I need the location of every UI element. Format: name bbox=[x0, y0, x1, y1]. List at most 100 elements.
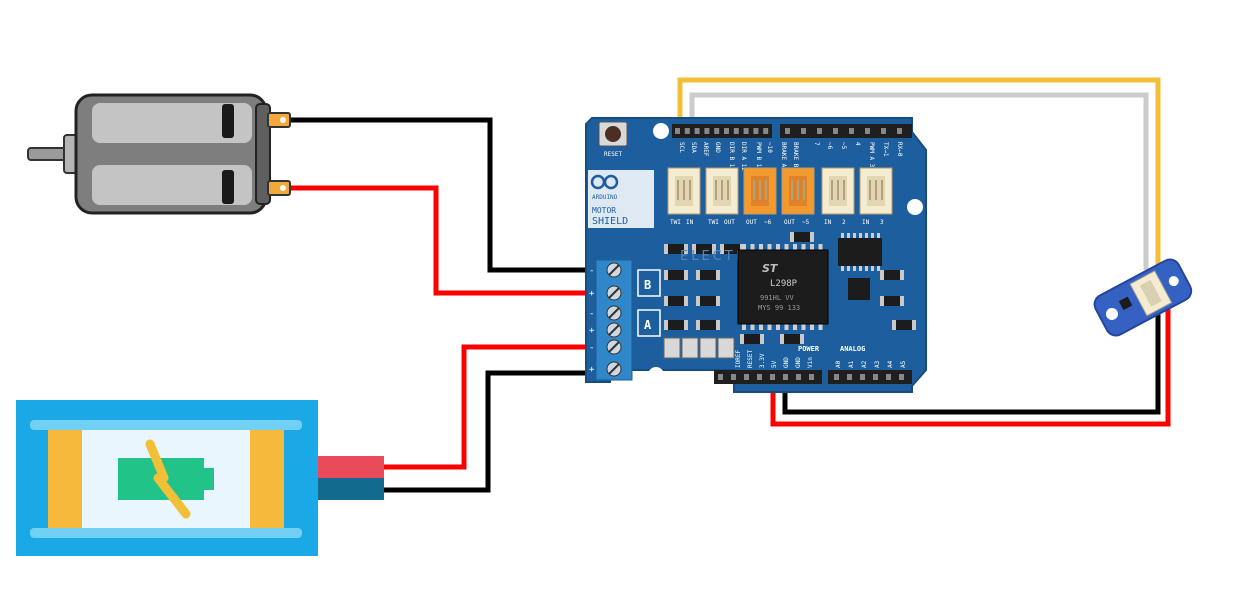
logic-ic bbox=[838, 238, 882, 266]
terminal-polarity-label: - bbox=[589, 266, 594, 276]
st-logo-icon: ST bbox=[762, 262, 779, 275]
header-pin[interactable] bbox=[743, 128, 749, 134]
connector-pin bbox=[837, 180, 839, 200]
analog-pin-label: A0 bbox=[835, 360, 842, 368]
ic-pin bbox=[865, 233, 868, 239]
ic-pin bbox=[871, 265, 874, 271]
connector-pin bbox=[881, 180, 883, 200]
ic-pin bbox=[847, 265, 850, 271]
chip-pin bbox=[784, 322, 789, 330]
connector-pin bbox=[843, 180, 845, 200]
analog-pin-label: A2 bbox=[861, 360, 868, 368]
smd-pad bbox=[696, 296, 700, 306]
header-pin[interactable] bbox=[724, 128, 729, 134]
header-pin[interactable] bbox=[763, 128, 769, 134]
header-pin[interactable] bbox=[897, 128, 902, 134]
power-pin-label: 5V bbox=[771, 360, 778, 368]
terminal-label-a: A bbox=[644, 318, 652, 332]
header-pin[interactable] bbox=[714, 128, 720, 134]
motor-body-highlight bbox=[92, 103, 252, 143]
header-pin[interactable] bbox=[809, 374, 814, 380]
chip-pin bbox=[759, 244, 763, 252]
three-pin-connector[interactable] bbox=[667, 167, 701, 215]
header-pin[interactable] bbox=[694, 128, 700, 134]
header-pin[interactable] bbox=[847, 374, 852, 380]
sensor-connector-slot bbox=[1139, 279, 1162, 307]
header-pin[interactable] bbox=[899, 374, 904, 380]
motor-terminal-bottom-hole bbox=[280, 185, 286, 191]
header-pin[interactable] bbox=[731, 374, 736, 380]
header-pin[interactable] bbox=[753, 128, 759, 134]
analog-pin-label: A1 bbox=[848, 360, 855, 368]
chip-pin bbox=[742, 322, 746, 330]
connector-pin bbox=[797, 180, 799, 200]
header-pin[interactable] bbox=[744, 374, 749, 380]
sensor-chip bbox=[1118, 296, 1133, 311]
ic-pin bbox=[841, 233, 844, 239]
header-pin[interactable] bbox=[770, 374, 775, 380]
header-pin[interactable] bbox=[783, 374, 788, 380]
reset-button-cap[interactable] bbox=[605, 126, 621, 142]
ic-pin bbox=[853, 233, 856, 239]
ic-pin bbox=[877, 265, 880, 271]
motor-end-cap bbox=[255, 103, 271, 205]
smd-resistor bbox=[790, 232, 814, 242]
chip-pin bbox=[801, 322, 806, 330]
top-header-left bbox=[672, 124, 772, 138]
chip-pin bbox=[793, 244, 797, 252]
header-pin[interactable] bbox=[817, 128, 822, 134]
header-pin[interactable] bbox=[849, 128, 854, 134]
header-pin[interactable] bbox=[801, 128, 806, 134]
smd-pad bbox=[716, 320, 720, 330]
header-pin[interactable] bbox=[796, 374, 801, 380]
header-pin[interactable] bbox=[873, 374, 878, 380]
header-pin[interactable] bbox=[833, 128, 838, 134]
header-pin[interactable] bbox=[881, 128, 886, 134]
chip-pin bbox=[742, 244, 746, 252]
battery-lead-red bbox=[318, 456, 384, 478]
smd-pad bbox=[684, 270, 688, 280]
smd-resistor bbox=[740, 334, 764, 344]
top-pin-label: 4 bbox=[854, 142, 861, 146]
header-pin[interactable] bbox=[704, 128, 710, 134]
smd-pad bbox=[684, 244, 688, 254]
header-pin[interactable] bbox=[675, 128, 680, 134]
smd-pad bbox=[780, 334, 784, 344]
header-pin[interactable] bbox=[718, 374, 723, 380]
power-pin-label: Vin bbox=[807, 357, 814, 368]
ic-pin bbox=[847, 233, 850, 239]
ic-pin bbox=[841, 265, 844, 271]
connector-pin bbox=[715, 180, 717, 200]
connector-pin bbox=[791, 180, 793, 200]
smd-pad bbox=[696, 270, 700, 280]
connector-label: IN bbox=[862, 219, 870, 226]
connector-pin bbox=[875, 180, 877, 200]
three-pin-connector[interactable] bbox=[705, 167, 739, 215]
battery-pack bbox=[16, 400, 384, 556]
header-pin[interactable] bbox=[785, 128, 790, 134]
ic-pin bbox=[859, 265, 862, 271]
header-pin[interactable] bbox=[757, 374, 762, 380]
header-pin[interactable] bbox=[733, 128, 739, 134]
header-pin[interactable] bbox=[684, 128, 690, 134]
smd-resistor bbox=[692, 244, 716, 254]
smd-pad bbox=[900, 296, 904, 306]
connector-label: TWI bbox=[708, 219, 719, 226]
power-pin-label: GND bbox=[783, 357, 790, 368]
shield-title-line1: MOTOR bbox=[592, 206, 616, 215]
header-pin[interactable] bbox=[886, 374, 891, 380]
screw-slot bbox=[608, 341, 620, 353]
top-pin-label: ~10 bbox=[766, 142, 773, 153]
wire-motor-red bbox=[284, 185, 606, 296]
smd-pad bbox=[760, 334, 764, 344]
smd-resistor bbox=[696, 296, 720, 306]
top-pin-label: BRAKE B 8 bbox=[792, 142, 799, 175]
terminal-a-box bbox=[637, 309, 661, 337]
screw-slot bbox=[608, 324, 620, 336]
header-pin[interactable] bbox=[834, 374, 839, 380]
smd-resistor bbox=[880, 296, 904, 306]
header-pin[interactable] bbox=[860, 374, 865, 380]
top-pin-label: SDA bbox=[690, 142, 697, 153]
header-pin[interactable] bbox=[865, 128, 870, 134]
